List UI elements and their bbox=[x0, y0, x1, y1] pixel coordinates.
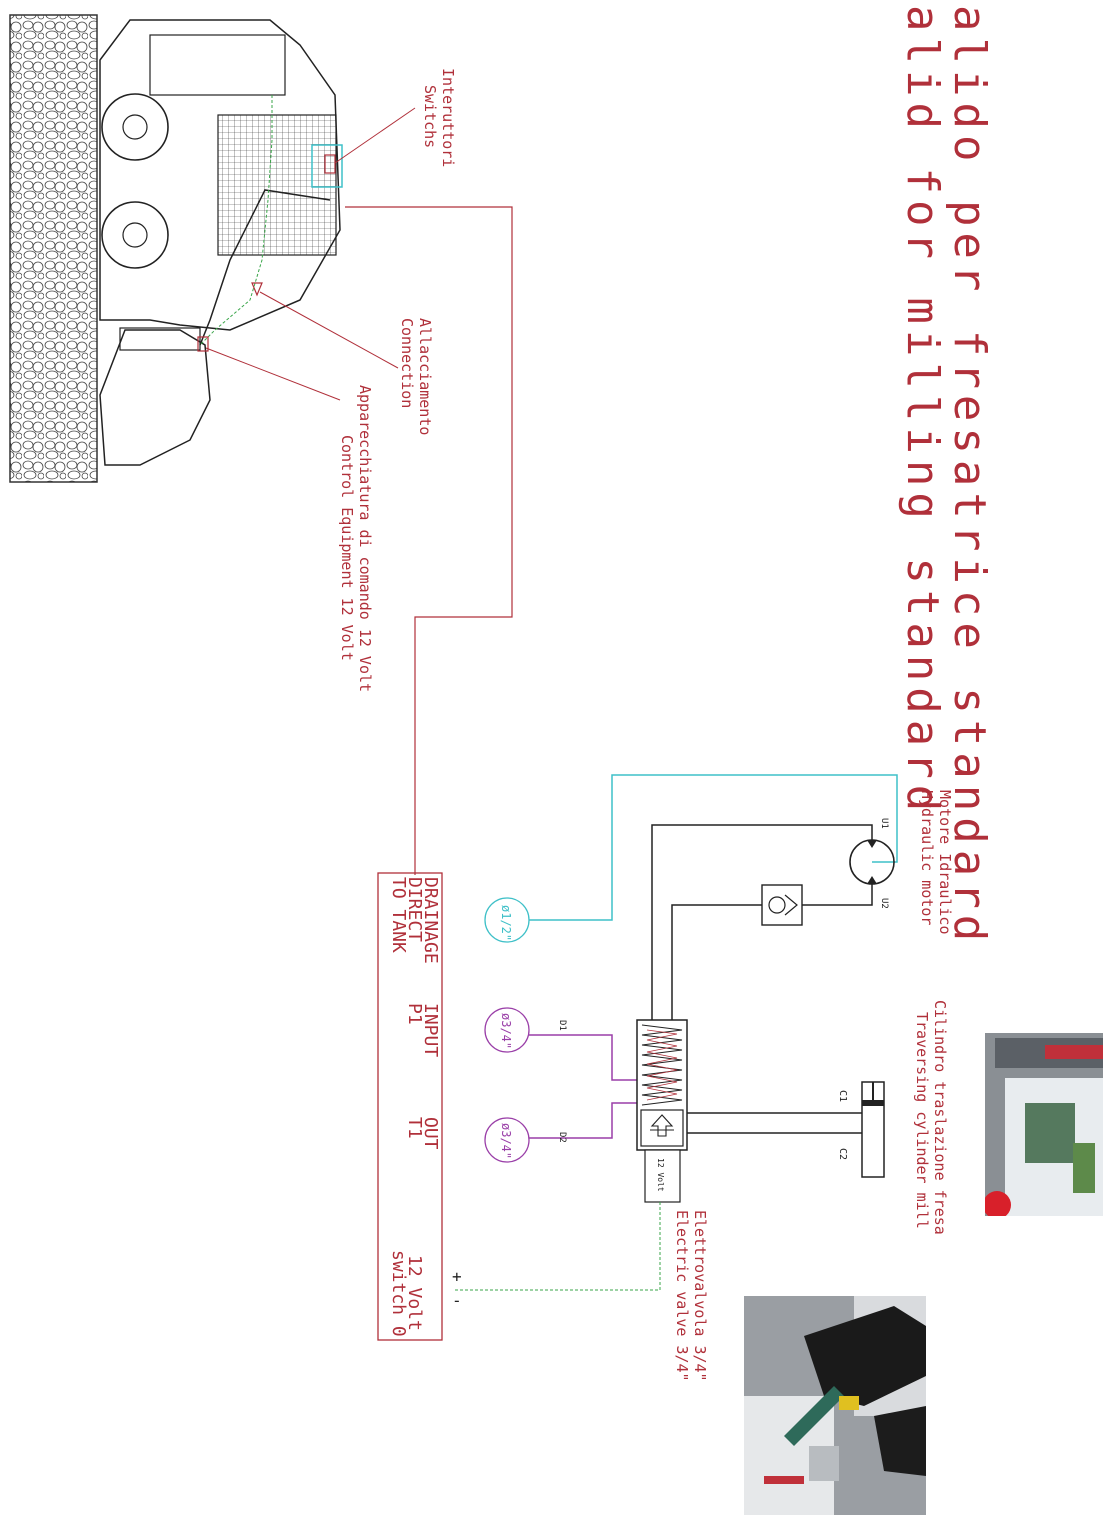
label-valve-it: Elettrovalvola 3/4" bbox=[691, 1210, 709, 1382]
label-control-en: Control Equipment 12 Volt bbox=[338, 435, 356, 661]
photo-valve-installation-bottom bbox=[744, 1296, 926, 1515]
port-output-circle bbox=[484, 1117, 530, 1163]
port-c1-label: C1 bbox=[837, 1090, 848, 1102]
port-u2-label: U2 bbox=[879, 898, 889, 909]
motor-arrow-down bbox=[867, 876, 877, 884]
check-valve-body bbox=[761, 884, 803, 926]
port-input-circle bbox=[484, 1007, 530, 1053]
panel-drainage-line3: TO TANK bbox=[388, 877, 409, 953]
label-connection-en: Connection bbox=[398, 318, 416, 408]
check-valve-ball bbox=[768, 896, 786, 914]
diagram-title: alido per fresatrice standard alid for m… bbox=[897, 5, 995, 947]
port-u1-label: U1 bbox=[879, 818, 889, 829]
leader-control bbox=[205, 347, 341, 401]
loader-wheel-rear-hub bbox=[122, 222, 148, 248]
drain-hose-cyan bbox=[529, 774, 898, 921]
skid-steer-loader-illustration bbox=[9, 14, 343, 483]
label-switches-it: Interuttori bbox=[439, 68, 457, 167]
port-input: ø3/4" bbox=[484, 1007, 530, 1053]
panel-switch-line1: 12 Volt bbox=[404, 1255, 425, 1331]
photo-valve-installation-top bbox=[985, 1033, 1103, 1216]
title-line-1: alido per fresatrice standard bbox=[944, 5, 995, 947]
valve-actuator bbox=[640, 1109, 684, 1147]
label-valve-en: Electric valve 3/4" bbox=[673, 1210, 691, 1382]
leader-lines bbox=[205, 107, 416, 401]
port-drain-size: ø1/2" bbox=[499, 905, 513, 941]
connection-marker bbox=[251, 282, 263, 297]
ground-stones bbox=[9, 14, 98, 483]
connection-panel: DRAINAGE DIRECT TO TANK INPUT P1 OUT T1 … bbox=[377, 872, 462, 1341]
port-d1-label: D1 bbox=[557, 1020, 567, 1031]
label-cylinder-en: Traversing cylinder mill bbox=[913, 1012, 931, 1229]
port-d2-label: D2 bbox=[557, 1132, 567, 1143]
attachment-top-plate bbox=[119, 327, 201, 351]
valve-actuator-arrow bbox=[650, 1114, 674, 1137]
label-cylinder-it: Cilindro traslazione fresa bbox=[931, 1000, 949, 1235]
label-connection-it: Allacciamento bbox=[416, 318, 434, 435]
loader-wheel-front bbox=[101, 93, 169, 161]
label-control-it: Apparecchiatura di comando 12 Volt bbox=[356, 385, 374, 692]
panel-input-line2: P1 bbox=[404, 1003, 425, 1025]
electrical-line-red bbox=[345, 206, 513, 875]
input-hose-purple bbox=[529, 1034, 637, 1081]
electric-valve: 12 Volt bbox=[636, 1019, 688, 1203]
loader-wheel-rear bbox=[101, 201, 169, 269]
check-valve-seat bbox=[784, 894, 798, 916]
port-c2-label: C2 bbox=[837, 1148, 848, 1160]
solenoid-voltage: 12 Volt bbox=[656, 1158, 665, 1192]
valve-spring bbox=[641, 1024, 683, 1106]
traversing-cylinder bbox=[861, 1081, 885, 1178]
motor-arrow-up bbox=[867, 840, 877, 848]
port-output-size: ø3/4" bbox=[499, 1123, 513, 1159]
switch-element bbox=[324, 154, 336, 174]
loader-labels: Interuttori Switchs Allacciamento Connec… bbox=[338, 68, 457, 692]
check-valve bbox=[761, 884, 803, 926]
port-input-size: ø3/4" bbox=[499, 1013, 513, 1049]
loader-engine-grill bbox=[217, 114, 337, 256]
panel-drainage-line2: DIRECT bbox=[404, 877, 425, 942]
switch-box bbox=[311, 144, 343, 188]
panel-out-line2: T1 bbox=[404, 1117, 425, 1139]
port-output: ø3/4" bbox=[484, 1117, 530, 1163]
milling-attachment bbox=[99, 329, 211, 466]
panel-drainage-line1: DRAINAGE bbox=[420, 877, 441, 964]
solenoid-box bbox=[644, 1149, 681, 1203]
panel-minus-terminal: - bbox=[452, 1291, 462, 1310]
panel-plus-terminal: + bbox=[452, 1267, 462, 1286]
panel-out-line1: OUT bbox=[420, 1117, 441, 1150]
port-drain: ø1/2" bbox=[484, 897, 530, 943]
motor-line-u1 bbox=[651, 824, 873, 1020]
leader-switches bbox=[334, 107, 416, 164]
panel-switch-line2: switch 0 bbox=[388, 1250, 409, 1337]
title-line-2: alid for milling standard bbox=[897, 5, 948, 817]
electrical-wire-green bbox=[455, 1202, 661, 1291]
loader-body bbox=[99, 19, 341, 331]
loader-wheel-front-hub bbox=[122, 114, 148, 140]
loader-cab-frame bbox=[149, 34, 286, 96]
loader-arm bbox=[199, 189, 331, 346]
cylinder-piston bbox=[862, 1100, 884, 1106]
valve-spring-red bbox=[646, 1029, 678, 1101]
label-motor-it: Motore Idraulico bbox=[936, 790, 954, 935]
leader-connection bbox=[259, 291, 399, 369]
output-hose-purple bbox=[529, 1102, 637, 1139]
panel-frame bbox=[377, 872, 443, 1341]
label-motor-en: Hydraulic motor bbox=[918, 790, 936, 925]
loader-hose-green bbox=[199, 95, 273, 346]
label-switches-en: Switchs bbox=[421, 85, 439, 148]
control-equipment-marker bbox=[197, 336, 209, 352]
panel-input-line1: INPUT bbox=[420, 1003, 441, 1057]
